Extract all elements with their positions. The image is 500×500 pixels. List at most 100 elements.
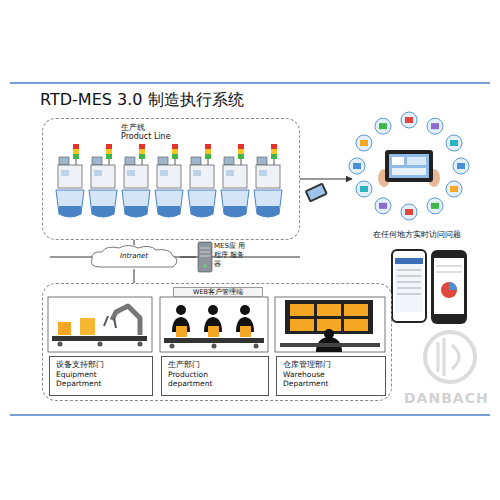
production-scene xyxy=(240,305,250,315)
connector xyxy=(134,240,135,245)
machine-part xyxy=(59,206,81,217)
connector xyxy=(134,269,135,283)
machine-part xyxy=(59,157,69,165)
equipment-scene xyxy=(58,342,63,347)
group-box: WEB客户管理端设备支持部门 Equipment Department 生产部门 … xyxy=(42,283,392,401)
warehouse-scene xyxy=(344,304,368,316)
server-icon xyxy=(204,265,207,268)
equipment-scene xyxy=(58,322,71,335)
node-text: Intranet xyxy=(88,252,180,260)
app-icon xyxy=(379,123,387,129)
machine-part xyxy=(257,157,267,165)
equipment-scene xyxy=(112,306,140,335)
access-panel: 在任何地方实时访问问题 xyxy=(352,110,482,242)
warehouse-scene xyxy=(280,343,380,347)
department-box: 设备支持部门 Equipment Department xyxy=(49,356,153,396)
app-icon xyxy=(405,117,413,123)
production-scene xyxy=(160,297,268,352)
app-icon xyxy=(450,186,458,192)
phones xyxy=(397,294,421,295)
cloud-shape: Intranet xyxy=(88,245,180,269)
node-text: 生产线 Product Line xyxy=(121,123,175,141)
rule-line xyxy=(10,82,490,84)
machine-part xyxy=(226,170,234,176)
app-icon xyxy=(427,118,443,134)
phones xyxy=(397,276,421,277)
connector xyxy=(300,179,352,180)
ring-tablet xyxy=(385,150,433,182)
production-scene xyxy=(160,297,268,352)
node-text: 在任何地方实时访问问题 xyxy=(352,229,482,240)
machine-part xyxy=(257,206,279,217)
app-icon xyxy=(360,140,368,146)
equipment-scene xyxy=(104,316,116,328)
machine-part xyxy=(89,190,117,217)
app-icon xyxy=(405,209,413,215)
machine-part xyxy=(193,170,201,176)
machine-part xyxy=(191,157,201,165)
app-icon xyxy=(360,186,368,192)
node-text: WEB客户管理端 xyxy=(173,287,263,297)
machine-part xyxy=(188,190,216,217)
machine-part xyxy=(238,154,244,159)
machine-part xyxy=(106,149,112,154)
app-icon xyxy=(431,123,439,129)
server-icon xyxy=(200,248,210,249)
small-tablet xyxy=(304,182,328,202)
node-text: 生产部门 Production department xyxy=(168,360,240,389)
phones xyxy=(441,282,457,298)
machine-part xyxy=(73,154,79,159)
app-icon xyxy=(401,204,417,220)
rule-line xyxy=(10,414,490,416)
app-icon xyxy=(375,118,391,134)
machine-part xyxy=(271,144,277,149)
machine-part xyxy=(205,149,211,154)
machine-part xyxy=(223,165,247,188)
machine-part xyxy=(91,165,115,188)
machine-part xyxy=(172,149,178,154)
watermark-logo xyxy=(425,332,475,382)
machine-part xyxy=(61,170,69,176)
node-text: MES应 用程序 服务器 xyxy=(214,242,246,269)
app-icon xyxy=(450,140,458,146)
watermark-logo xyxy=(425,332,475,382)
machine-part xyxy=(160,170,168,176)
watermark-logo xyxy=(438,338,459,376)
machine-part xyxy=(73,144,79,149)
app-icon xyxy=(356,181,372,197)
app-icon xyxy=(349,158,365,174)
warehouse-scene xyxy=(290,319,314,331)
machine-part xyxy=(259,170,267,176)
machine-part xyxy=(124,165,148,188)
machine-part xyxy=(139,149,145,154)
phones xyxy=(436,272,462,273)
equipment-scene xyxy=(52,336,147,341)
machine-part xyxy=(58,165,82,188)
machine-part xyxy=(221,190,249,217)
machine-part xyxy=(92,206,114,217)
ring-tablet xyxy=(392,168,426,175)
warehouse-scene xyxy=(344,319,368,331)
app-icon xyxy=(401,112,417,128)
machine-part xyxy=(92,157,102,165)
app-icon xyxy=(431,203,439,209)
machine-part xyxy=(139,144,145,149)
equipment-scene xyxy=(48,297,152,352)
machine-part xyxy=(271,154,277,159)
app-icon xyxy=(446,181,462,197)
machine-part xyxy=(94,170,102,176)
ring-tablet xyxy=(378,150,440,187)
machine-part xyxy=(127,170,135,176)
phones xyxy=(392,250,467,324)
production-scene xyxy=(208,305,218,315)
department-box: 生产部门 Production department xyxy=(161,356,269,396)
machine-part xyxy=(125,157,135,165)
node-text: 仓库管理部门 Warehouse Department xyxy=(283,360,355,389)
app-icon xyxy=(375,198,391,214)
machine-part xyxy=(256,165,280,188)
phones xyxy=(395,258,423,312)
equipment-scene xyxy=(138,342,143,347)
machine-part xyxy=(157,165,181,188)
